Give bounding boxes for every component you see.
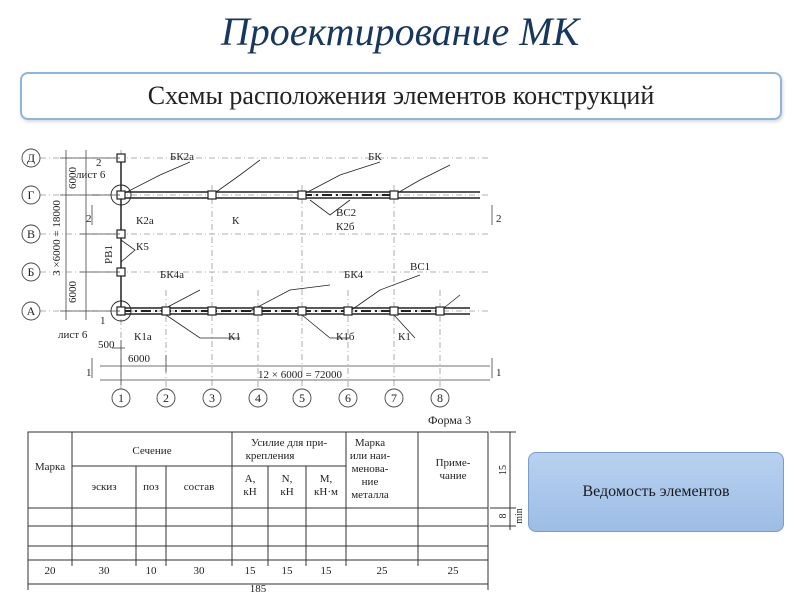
- col-width: 15: [245, 565, 257, 577]
- col-width: 25: [377, 565, 389, 577]
- axis-number: 3: [209, 391, 215, 405]
- th-a-2: кН: [243, 486, 256, 498]
- section-mark: 1: [86, 367, 92, 379]
- label-k1-left: К1: [228, 331, 241, 343]
- section-mark: 2: [86, 213, 92, 225]
- axis-number: 5: [299, 391, 305, 405]
- col-width: 20: [45, 565, 57, 577]
- row-dim-header: 15: [498, 465, 509, 475]
- axis-letter-bubbles: [21, 148, 41, 321]
- dim-vertical-total: 3 ×6000 = 18000: [51, 200, 63, 276]
- sheet-ref-text: лист 6: [76, 169, 106, 181]
- axis-letter: В: [27, 227, 35, 241]
- th-marka-met: ние: [362, 476, 379, 488]
- subtitle-box: Схемы расположения элементов конструкций: [20, 72, 782, 120]
- label-k1a: К1а: [134, 331, 152, 343]
- axis-number: 2: [163, 391, 169, 405]
- row-dim-min: min: [514, 508, 525, 524]
- th-a-1: А,: [245, 473, 256, 485]
- th-m-2: кН·м: [314, 486, 338, 498]
- label-k1-right: К1: [398, 331, 411, 343]
- label-k5: К5: [136, 241, 149, 253]
- th-marka-met: Марка: [355, 437, 385, 449]
- label-bk4: БК4: [344, 269, 364, 281]
- col-width: 30: [194, 565, 206, 577]
- th-usilie-1: Усилие для при-: [251, 437, 327, 449]
- axis-number: 6: [345, 391, 351, 405]
- th-eskiz: эскиз: [91, 481, 116, 493]
- form-table: [27, 431, 516, 590]
- th-n-1: N,: [282, 473, 293, 485]
- col-width: 15: [321, 565, 333, 577]
- axis-letter: Б: [28, 265, 35, 279]
- sheet-ref-num: 1: [100, 315, 106, 327]
- label-vs1: ВС1: [410, 261, 430, 273]
- dimension-lines: [60, 150, 493, 385]
- th-sechenie: Сечение: [132, 445, 171, 457]
- axis-number: 7: [391, 391, 397, 405]
- th-poz: поз: [143, 481, 159, 493]
- elements-list-button[interactable]: Ведомость элементов: [528, 452, 784, 532]
- dim-6000-top: 6000: [67, 167, 79, 190]
- label-bk2a: БК2а: [170, 151, 194, 163]
- th-prim-1: Приме-: [436, 457, 471, 469]
- label-bk4a: БК4а: [160, 269, 184, 281]
- axis-number: 1: [118, 391, 124, 405]
- label-rv1: РВ1: [103, 245, 115, 264]
- th-marka-met: металла: [351, 489, 389, 501]
- col-width: 15: [282, 565, 294, 577]
- dim-500: 500: [98, 339, 115, 351]
- total-width: 185: [250, 583, 267, 595]
- dim-6000-bottom: 6000: [67, 281, 79, 304]
- sheet-ref-num: 2: [96, 157, 102, 169]
- label-k2b: К2б: [336, 221, 355, 233]
- axis-number: 8: [437, 391, 443, 405]
- th-m-1: М,: [320, 473, 333, 485]
- form-label: Форма 3: [428, 413, 471, 427]
- th-sostav: состав: [184, 481, 215, 493]
- th-usilie-2: крепления: [246, 450, 295, 462]
- beams: [120, 158, 480, 315]
- axis-number: 4: [255, 391, 261, 405]
- th-n-2: кН: [280, 486, 293, 498]
- ties: [121, 194, 440, 312]
- axis-letter: Г: [28, 188, 35, 202]
- sheet-ref-text: лист 6: [58, 329, 88, 341]
- col-width: 10: [146, 565, 158, 577]
- th-marka: Марка: [35, 461, 65, 473]
- axis-number-bubbles: [111, 388, 450, 408]
- axis-letter: Д: [27, 151, 35, 165]
- th-marka-met: менова-: [352, 463, 389, 475]
- th-marka-met: или наи-: [350, 450, 391, 462]
- dim-horizontal-total: 12 × 6000 = 72000: [258, 369, 342, 381]
- section-mark: 2: [496, 213, 502, 225]
- element-labels: БК2а БК К2а К ВС2 К2б К5 РВ1 БК4а БК4 ВС…: [103, 151, 430, 343]
- axis-letter: А: [27, 304, 36, 318]
- dim-6000-span: 6000: [128, 353, 151, 365]
- label-bk: БК: [368, 151, 382, 163]
- col-width: 30: [99, 565, 111, 577]
- label-k: К: [232, 215, 240, 227]
- label-k2a: К2а: [136, 215, 154, 227]
- bracing-leaders: [120, 159, 461, 339]
- th-prim-2: чание: [439, 470, 466, 482]
- page-title: Проектирование МК: [220, 9, 580, 54]
- label-k1b: К1б: [336, 331, 355, 343]
- section-mark: 1: [496, 367, 502, 379]
- col-width: 25: [448, 565, 460, 577]
- label-vs2: ВС2: [336, 207, 356, 219]
- row-dim-row: 8: [498, 514, 509, 519]
